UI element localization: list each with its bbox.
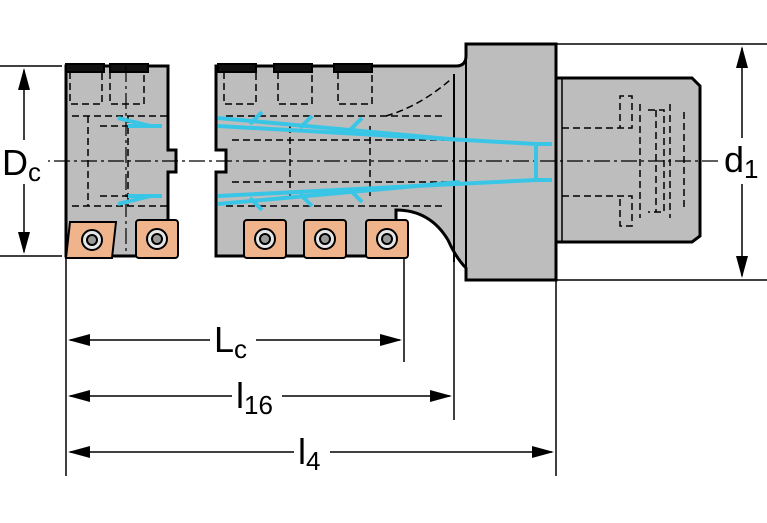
cutter-body-section — [214, 42, 702, 282]
dimension-lc: Lc — [68, 318, 402, 364]
dimension-l4: l4 — [68, 430, 554, 476]
extension-lines — [65, 258, 557, 476]
label-lc: Lc — [214, 319, 247, 364]
insert — [243, 219, 287, 259]
label-l16: l16 — [236, 375, 273, 420]
label-dc: Dc — [2, 142, 41, 187]
dimension-l16: l16 — [68, 374, 452, 420]
label-d1: d1 — [724, 139, 759, 184]
dimension-d1: d1 — [556, 43, 767, 281]
insert — [365, 219, 409, 259]
coolant-channels — [117, 110, 552, 212]
insert — [64, 221, 118, 259]
insert — [303, 219, 347, 259]
label-l4: l4 — [298, 431, 320, 476]
dimension-dc: Dc — [0, 65, 62, 257]
center-lines — [0, 66, 767, 256]
insert — [135, 219, 179, 259]
inserts — [64, 219, 409, 259]
top-teeth — [65, 63, 373, 73]
